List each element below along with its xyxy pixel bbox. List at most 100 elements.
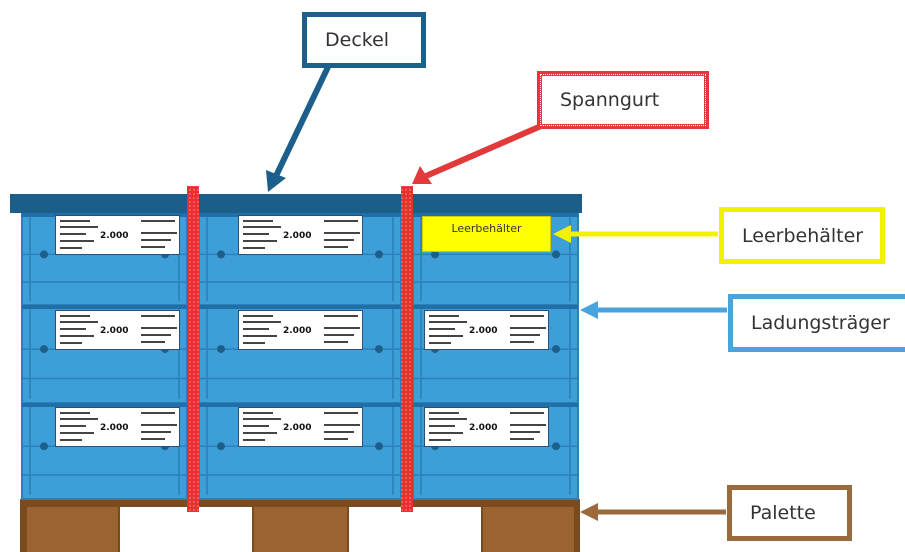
label-barcode-line — [510, 412, 544, 414]
pallet-block-middle — [254, 507, 347, 552]
label-barcode-line — [60, 328, 86, 330]
label-barcode-line — [243, 247, 265, 249]
label-barcode-line — [324, 246, 348, 248]
label-barcode-line — [324, 431, 354, 433]
label-barcode-line — [60, 220, 90, 222]
label-barcode-line — [510, 431, 540, 433]
label-barcode-line — [141, 341, 165, 343]
shipping-label: 2.000 — [238, 310, 363, 350]
shipping-label: 2.000 — [424, 407, 549, 447]
label-barcode-line — [243, 328, 269, 330]
shipping-label: 2.000 — [238, 407, 363, 447]
crate-stack — [21, 212, 579, 500]
label-barcode-line — [510, 341, 534, 343]
label-barcode-line — [429, 315, 459, 317]
label-barcode-line — [60, 425, 86, 427]
label-barcode-line — [510, 334, 540, 336]
empty-container-label: Leerbehälter — [451, 222, 522, 235]
label-barcode-line — [243, 315, 273, 317]
label-barcode-line — [243, 342, 265, 344]
label-quantity: 2.000 — [469, 326, 498, 336]
label-barcode-line — [60, 432, 94, 434]
callout-leerbehaelter-text: Leerbehälter — [742, 224, 864, 247]
callout-leerbehaelter: Leerbehälter — [719, 207, 885, 264]
shipping-label: 2.000 — [424, 310, 549, 350]
label-barcode-line — [324, 327, 360, 329]
label-barcode-line — [243, 418, 281, 420]
pallet-block-right — [483, 507, 574, 552]
label-barcode-line — [429, 432, 463, 434]
callout-palette: Palette — [727, 485, 852, 541]
label-barcode-line — [510, 424, 546, 426]
label-barcode-line — [243, 233, 269, 235]
label-barcode-line — [510, 315, 544, 317]
shipping-label: 2.000 — [55, 310, 180, 350]
label-barcode-line — [324, 334, 354, 336]
label-barcode-line — [141, 334, 171, 336]
callout-spanngurt-text: Spanngurt — [560, 89, 660, 111]
callout-ladungstraeger: Ladungsträger — [728, 294, 905, 352]
label-barcode-line — [60, 315, 90, 317]
label-barcode-line — [141, 315, 175, 317]
label-barcode-line — [429, 425, 455, 427]
label-barcode-line — [60, 321, 98, 323]
label-barcode-line — [324, 232, 360, 234]
label-barcode-line — [429, 412, 459, 414]
label-barcode-line — [324, 239, 354, 241]
label-barcode-line — [324, 315, 358, 317]
label-barcode-line — [60, 412, 90, 414]
label-barcode-line — [60, 418, 98, 420]
arrow-leerbehaelter — [553, 225, 718, 243]
label-barcode-line — [141, 412, 175, 414]
strap-left — [187, 186, 199, 512]
label-barcode-line — [510, 327, 546, 329]
label-quantity: 2.000 — [469, 423, 498, 433]
label-barcode-line — [141, 431, 171, 433]
callout-spanngurt: Spanngurt — [537, 71, 709, 129]
label-barcode-line — [243, 412, 273, 414]
label-barcode-line — [60, 439, 82, 441]
label-barcode-line — [324, 220, 358, 222]
label-barcode-line — [243, 425, 269, 427]
label-barcode-line — [243, 335, 277, 337]
strap-right — [401, 186, 413, 512]
label-barcode-line — [243, 220, 273, 222]
label-barcode-line — [141, 239, 171, 241]
arrow-deckel — [266, 65, 331, 192]
label-barcode-line — [243, 226, 281, 228]
empty-container: Leerbehälter — [422, 216, 551, 252]
label-barcode-line — [60, 240, 94, 242]
label-barcode-line — [60, 233, 86, 235]
pallet-gap-left — [120, 507, 252, 552]
label-quantity: 2.000 — [100, 231, 129, 241]
label-barcode-line — [324, 412, 358, 414]
label-barcode-line — [141, 232, 177, 234]
label-barcode-line — [243, 321, 281, 323]
label-barcode-line — [243, 432, 277, 434]
arrow-ladungstraeger — [580, 301, 727, 319]
label-barcode-line — [429, 321, 467, 323]
pallet-gap-right — [349, 507, 481, 552]
shipping-label: 2.000 — [55, 215, 180, 255]
label-barcode-line — [429, 439, 451, 441]
label-barcode-line — [60, 247, 82, 249]
label-barcode-line — [429, 335, 463, 337]
label-quantity: 2.000 — [283, 231, 312, 241]
label-barcode-line — [60, 342, 82, 344]
pallet — [20, 499, 580, 552]
lid — [10, 194, 582, 213]
label-barcode-line — [60, 335, 94, 337]
label-barcode-line — [324, 424, 360, 426]
callout-deckel-text: Deckel — [325, 29, 390, 51]
label-barcode-line — [429, 418, 467, 420]
label-quantity: 2.000 — [283, 326, 312, 336]
label-barcode-line — [324, 341, 348, 343]
callout-ladungstraeger-text: Ladungsträger — [751, 312, 890, 334]
label-barcode-line — [243, 240, 277, 242]
callout-deckel: Deckel — [302, 12, 426, 68]
callout-palette-text: Palette — [750, 502, 816, 524]
label-quantity: 2.000 — [283, 423, 312, 433]
pallet-block-left — [27, 507, 118, 552]
label-barcode-line — [60, 226, 98, 228]
